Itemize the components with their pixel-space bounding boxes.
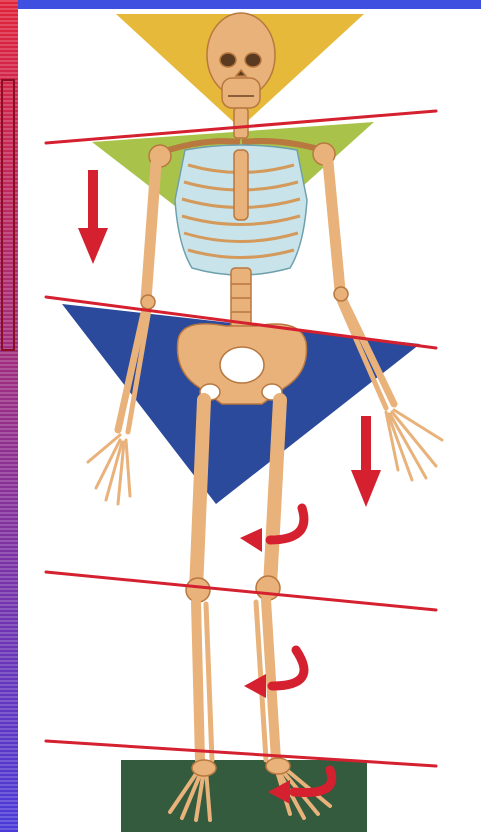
down-arrow-icon [78,170,108,264]
top-band [18,0,481,9]
jaw [222,78,260,108]
sternum [234,150,248,220]
down-arrow-icon [351,416,381,507]
knee-level-line [46,572,436,610]
